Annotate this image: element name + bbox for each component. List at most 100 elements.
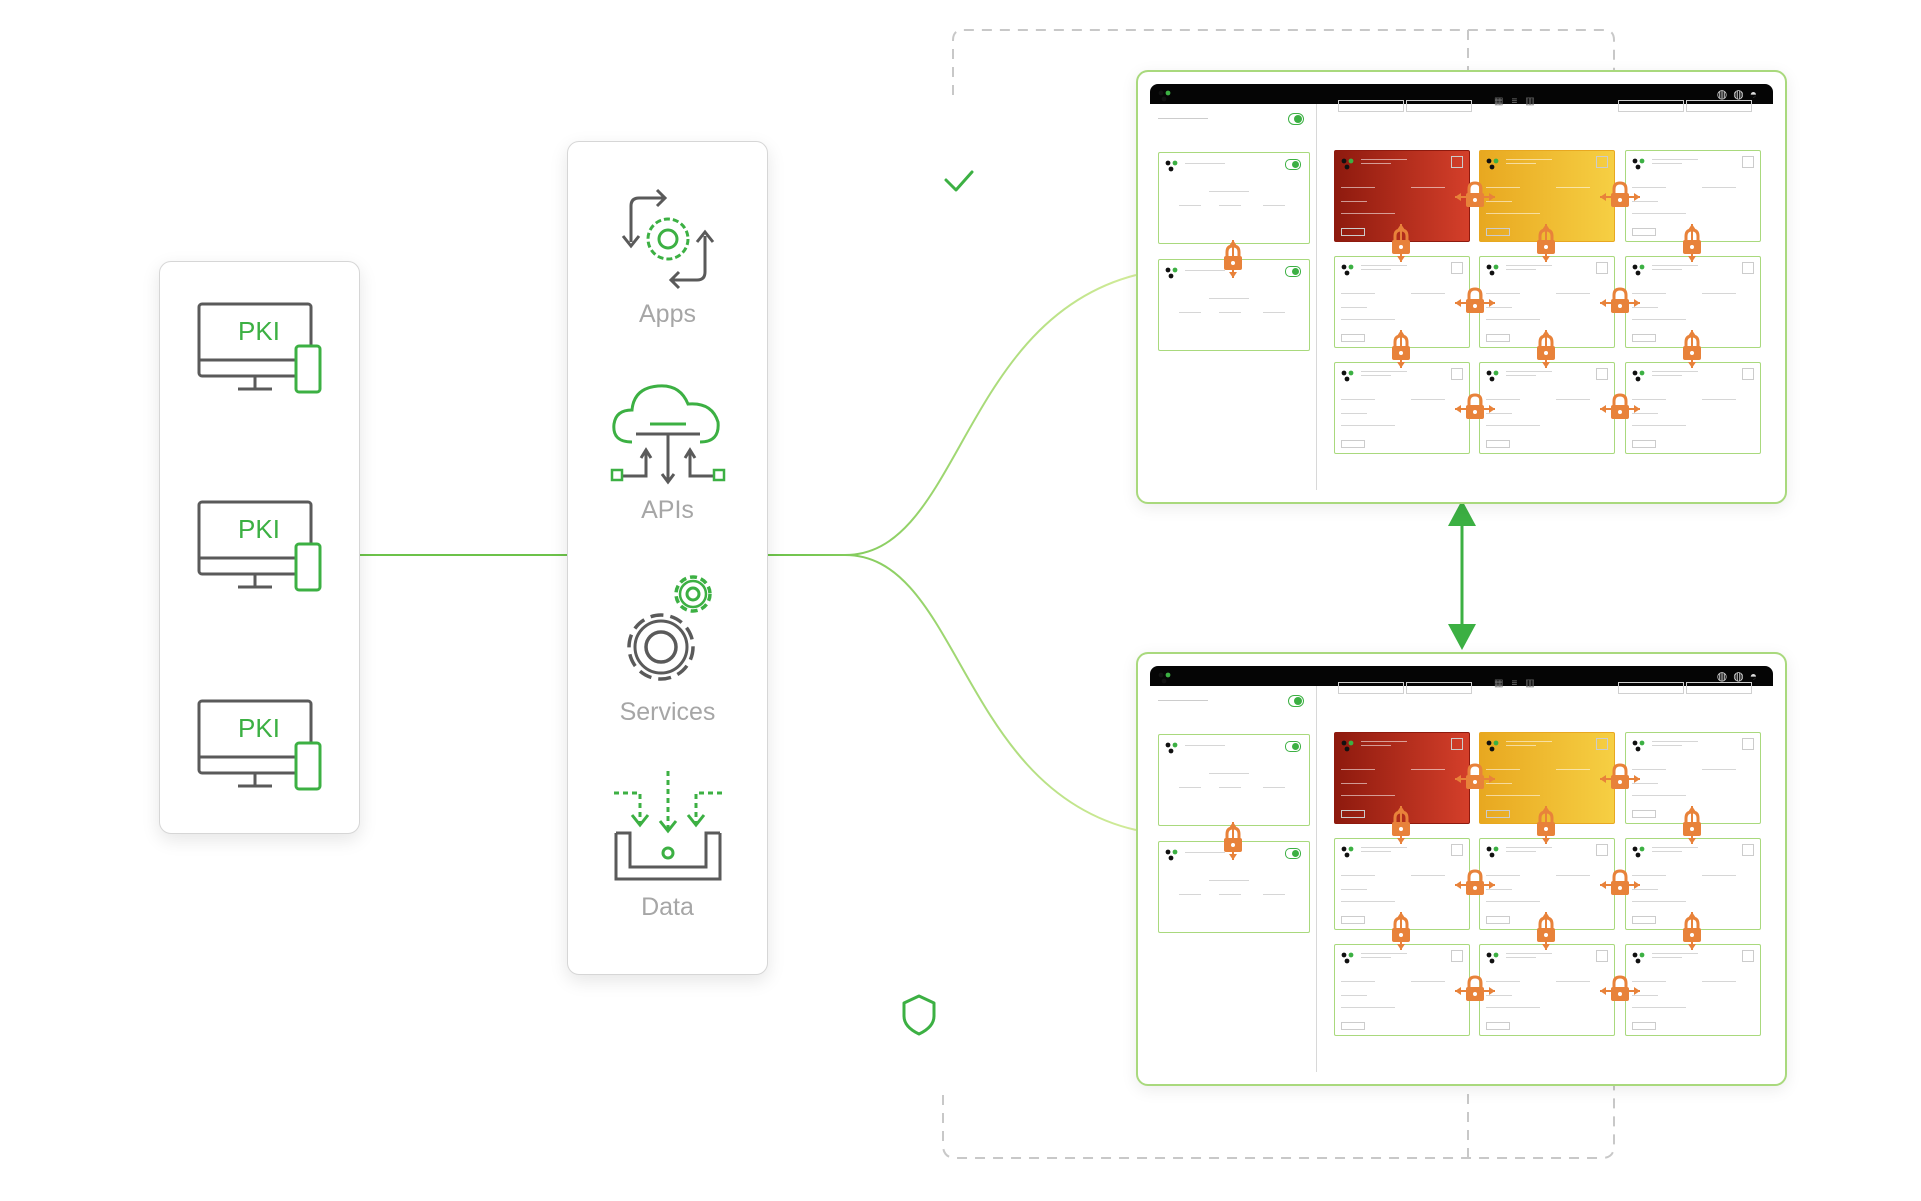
card-footer-chip xyxy=(1486,440,1510,448)
card-checkbox[interactable] xyxy=(1742,950,1754,962)
check-icon xyxy=(944,170,974,192)
card-footer-chip xyxy=(1341,916,1365,924)
lock-icon xyxy=(1600,974,1640,1004)
grid-card-normal[interactable] xyxy=(1479,944,1615,1036)
filter-input[interactable] xyxy=(1406,682,1472,694)
card-footer-chip xyxy=(1486,228,1510,236)
left-pane-toggle[interactable] xyxy=(1288,695,1304,707)
card-footer-chip xyxy=(1341,810,1365,818)
services-to-bottom-dashboard-line xyxy=(766,554,1137,831)
card-dots-icon xyxy=(1486,739,1502,752)
card-toggle[interactable] xyxy=(1285,266,1301,277)
card-checkbox[interactable] xyxy=(1451,368,1463,380)
pki-label: PKI xyxy=(238,514,280,544)
lock-icon xyxy=(1455,868,1495,898)
filter-input[interactable] xyxy=(1406,100,1472,112)
topbar-icons[interactable]: ◍◍◓ xyxy=(1716,87,1763,101)
card-checkbox[interactable] xyxy=(1451,844,1463,856)
card-checkbox[interactable] xyxy=(1596,950,1608,962)
card-dots-icon xyxy=(1486,369,1502,382)
grid-card-normal[interactable] xyxy=(1625,362,1761,454)
lock-icon xyxy=(1532,330,1560,368)
monitor-icon xyxy=(197,699,322,791)
card-footer-chip xyxy=(1632,810,1656,818)
bidirectional-arrow-icon xyxy=(1448,500,1476,650)
filter-input[interactable] xyxy=(1686,100,1752,112)
card-checkbox[interactable] xyxy=(1451,262,1463,274)
pki-device: PKI xyxy=(196,302,326,402)
card-toggle[interactable] xyxy=(1285,741,1301,752)
lock-icon xyxy=(1219,822,1247,860)
service-label: APIs xyxy=(641,496,694,524)
service-apps: Apps xyxy=(568,184,767,329)
card-dots-icon xyxy=(1165,159,1181,172)
lock-icon xyxy=(1387,806,1415,844)
card-footer-chip xyxy=(1341,440,1365,448)
filter-input[interactable] xyxy=(1338,100,1404,112)
grid-card-normal[interactable] xyxy=(1334,362,1470,454)
card-checkbox[interactable] xyxy=(1451,950,1463,962)
dashed-boundary-bottom xyxy=(942,1030,1615,1159)
pki-label: PKI xyxy=(238,316,280,346)
grid-card-normal[interactable] xyxy=(1625,732,1761,824)
card-footer-chip xyxy=(1632,916,1656,924)
card-checkbox[interactable] xyxy=(1596,738,1608,750)
card-toggle[interactable] xyxy=(1285,848,1301,859)
left-pane-heading xyxy=(1158,118,1208,119)
service-services: Services xyxy=(568,572,767,727)
lock-icon xyxy=(1455,974,1495,1004)
card-checkbox[interactable] xyxy=(1742,738,1754,750)
left-pane-toggle[interactable] xyxy=(1288,113,1304,125)
service-label: Data xyxy=(641,893,694,921)
filter-input[interactable] xyxy=(1686,682,1752,694)
card-checkbox[interactable] xyxy=(1742,844,1754,856)
card-checkbox[interactable] xyxy=(1596,844,1608,856)
cloud-api-icon xyxy=(610,384,725,485)
card-dots-icon xyxy=(1486,263,1502,276)
lock-icon xyxy=(1678,806,1706,844)
card-toggle[interactable] xyxy=(1285,159,1301,170)
card-dots-icon xyxy=(1632,739,1648,752)
service-apis: APIs xyxy=(568,380,767,525)
card-dots-icon xyxy=(1632,157,1648,170)
app-left-pane xyxy=(1150,686,1317,1072)
card-dots-icon xyxy=(1165,741,1181,754)
lock-icon xyxy=(1219,240,1247,278)
card-dots-icon xyxy=(1486,845,1502,858)
left-card[interactable] xyxy=(1158,152,1310,244)
filter-input[interactable] xyxy=(1338,682,1404,694)
view-switch-icons[interactable]: ▦≡▥ xyxy=(1494,96,1543,107)
card-dots-icon xyxy=(1165,848,1181,861)
services-to-top-dashboard-line xyxy=(766,274,1137,556)
grid-card-normal[interactable] xyxy=(1334,944,1470,1036)
service-data: Data xyxy=(568,767,767,922)
card-checkbox[interactable] xyxy=(1742,262,1754,274)
grid-card-normal[interactable] xyxy=(1479,362,1615,454)
topbar-icons[interactable]: ◍◍◓ xyxy=(1716,669,1763,683)
filter-input[interactable] xyxy=(1618,682,1684,694)
card-footer-chip xyxy=(1341,1022,1365,1030)
gears-icon xyxy=(626,575,712,681)
card-footer-chip xyxy=(1486,810,1510,818)
lock-icon xyxy=(1600,868,1640,898)
card-checkbox[interactable] xyxy=(1596,368,1608,380)
grid-card-normal[interactable] xyxy=(1625,944,1761,1036)
card-checkbox[interactable] xyxy=(1451,156,1463,168)
left-card[interactable] xyxy=(1158,734,1310,826)
card-footer-chip xyxy=(1632,228,1656,236)
view-switch-icons[interactable]: ▦≡▥ xyxy=(1494,678,1543,689)
lock-icon xyxy=(1532,224,1560,262)
card-checkbox[interactable] xyxy=(1742,368,1754,380)
card-checkbox[interactable] xyxy=(1596,262,1608,274)
card-checkbox[interactable] xyxy=(1742,156,1754,168)
services-card: Apps APIs xyxy=(567,141,768,975)
lock-icon xyxy=(1600,392,1640,422)
filter-input[interactable] xyxy=(1618,100,1684,112)
card-checkbox[interactable] xyxy=(1596,156,1608,168)
card-dots-icon xyxy=(1341,369,1357,382)
card-checkbox[interactable] xyxy=(1451,738,1463,750)
card-footer-chip xyxy=(1632,1022,1656,1030)
app-logo-icon xyxy=(1158,671,1172,684)
lock-icon xyxy=(1387,912,1415,950)
lock-icon xyxy=(1387,330,1415,368)
